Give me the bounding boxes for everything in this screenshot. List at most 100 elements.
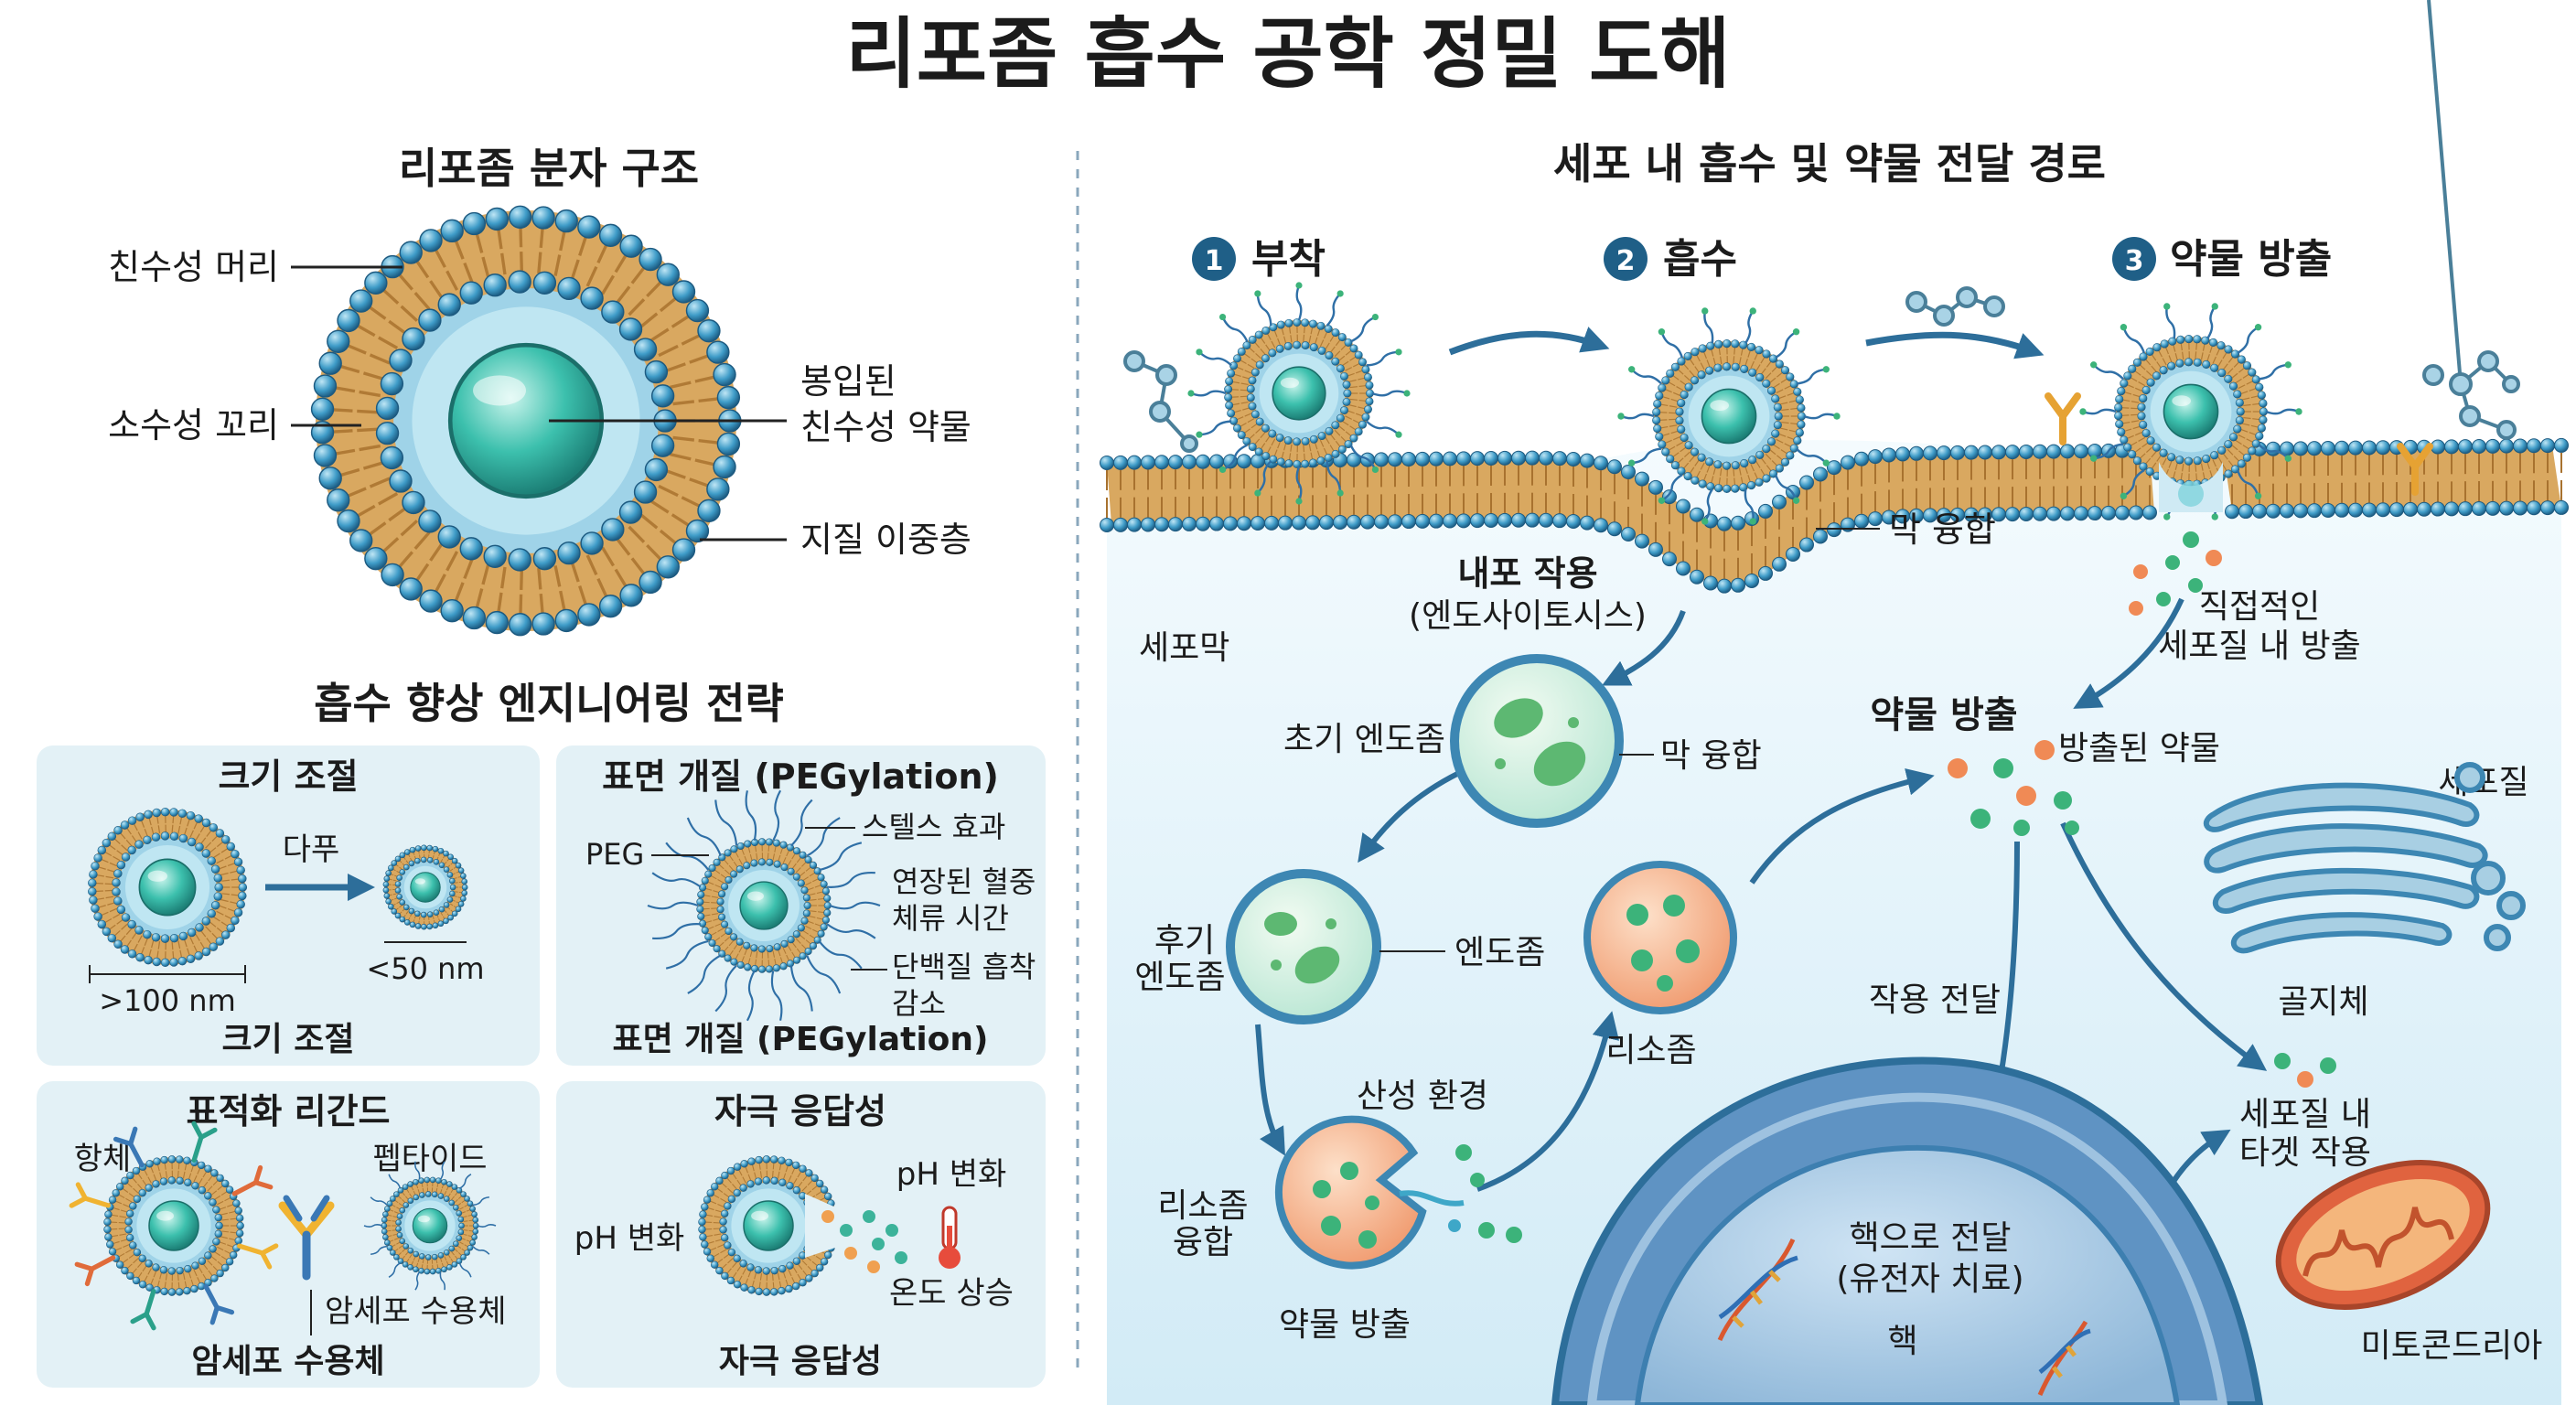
page-title: 리포좀 흡수 공학 정밀 도해	[845, 9, 1730, 99]
liposome-engulfed	[1617, 307, 1841, 525]
lysosome-label: 리소좀	[1605, 1032, 1696, 1069]
antibody-label: 항체	[74, 1141, 132, 1177]
arrow-endocytosis	[1602, 609, 1686, 686]
acidic-particles	[1455, 1144, 1522, 1243]
arrow-direct-release	[2073, 597, 2184, 709]
protein-label-2: 감소	[892, 986, 946, 1021]
target-particles	[2274, 1053, 2336, 1088]
stimuli-caption: 자극 응답성	[719, 1343, 882, 1380]
nucleus-label: 핵	[1887, 1323, 1917, 1360]
structure-heading: 리포좀 분자 구조	[399, 144, 699, 193]
step-3-label: 약물 방출	[2170, 236, 2332, 283]
mitochondria	[2275, 1160, 2491, 1310]
ph-label-right: pH 변화	[896, 1156, 1007, 1193]
golgi-apparatus	[2203, 762, 2526, 954]
arrow-step1-step2	[1448, 327, 1610, 356]
endocytosis-label-2: (엔도사이토시스)	[1409, 597, 1647, 635]
arrow-release-to-target	[2060, 821, 2268, 1071]
mitochondria-label: 미토콘드리아	[2361, 1327, 2543, 1365]
svg-text:1: 1	[1205, 245, 1224, 277]
size-title: 크기 조절	[218, 756, 358, 797]
protein-label-1: 단백질 흡착	[892, 949, 1036, 984]
action-label: 작용 전달	[1869, 981, 2001, 1019]
big-size-label: >100 nm	[99, 983, 236, 1018]
receptor-icon-membrane-1	[2045, 392, 2081, 445]
ligand-title: 표적화 리간드	[187, 1091, 391, 1132]
endosome-label: 엔도좀	[1454, 934, 1545, 971]
cell-interior	[1107, 440, 2561, 1405]
label-drug-line2: 친수성 약물	[800, 407, 971, 447]
direct-release-label-2: 세포질 내 방출	[2158, 627, 2361, 665]
small-liposome-icon	[382, 844, 468, 930]
liposome-structure-illustration	[310, 205, 742, 637]
late-endosome-label-1: 후기	[1154, 922, 1215, 960]
peptide-liposome-icon	[363, 1161, 497, 1291]
liposome-attaching	[1187, 282, 1411, 505]
direct-release-label-1: 직접적인	[2199, 588, 2320, 626]
svg-text:2: 2	[1616, 245, 1636, 277]
molecule-icon-left	[1123, 350, 1198, 453]
size-arrow-label: 다푸	[283, 831, 340, 868]
pathway-heading: 세포 내 흡수 및 약물 전달 경로	[1553, 139, 2106, 188]
released-drug-label: 방출된 약물	[2058, 730, 2220, 767]
lysosome-fusion-label-1: 리소좀	[1157, 1187, 1248, 1225]
cell-membrane-label: 세포막	[1139, 629, 1229, 667]
large-liposome-icon	[88, 807, 248, 968]
step-3-badge: 3	[2112, 237, 2156, 281]
target-label-1: 세포질 내	[2239, 1096, 2371, 1133]
lysosome-fusion	[1274, 1115, 1465, 1270]
molecule-icon-right	[2422, 0, 2520, 440]
late-endosome	[1226, 869, 1381, 1024]
dna-icon-2	[2037, 1320, 2091, 1396]
svg-text:3: 3	[2125, 245, 2144, 277]
receptor-label: 암세포 수용체	[325, 1293, 507, 1330]
early-endosome	[1450, 654, 1624, 828]
drug-release-bottom-label: 약물 방출	[1279, 1306, 1411, 1344]
peg-caption: 표면 개질 (PEGylation)	[613, 1021, 989, 1058]
acidic-label: 산성 환경	[1357, 1078, 1488, 1115]
late-endosome-label-2: 엔도좀	[1134, 959, 1225, 996]
circulation-label-2: 체류 시간	[892, 901, 1009, 936]
lysosome-fusion-label-2: 융합	[1173, 1224, 1233, 1261]
circulation-label-1: 연장된 혈중	[892, 864, 1036, 899]
arrow-early-to-late	[1358, 770, 1461, 863]
released-drug-particles-top	[2129, 531, 2222, 616]
fusion2-label: 막 융합	[1660, 737, 1762, 775]
arrow-late-to-fusion	[1255, 1024, 1285, 1156]
small-size-label: <50 nm	[366, 951, 484, 986]
molecule-icon-top	[1905, 286, 2005, 327]
peptide-label: 펩타이드	[372, 1141, 487, 1177]
targeted-liposome-icon	[69, 1121, 279, 1331]
membrane-fusion-label: 막 융합	[1889, 509, 1996, 550]
peg-label: PEG	[585, 837, 644, 872]
endocytosis-label-1: 내포 작용	[1457, 553, 1597, 594]
cell-membrane-illustration	[1100, 437, 2569, 594]
receptor-icon-membrane-2	[2397, 443, 2433, 496]
released-drug-cluster	[1948, 740, 2079, 836]
arrow-lysosome-to-release	[1749, 767, 1935, 885]
receptor-icon	[278, 1195, 335, 1281]
nucleus-delivery-label-2: (유전자 치료)	[1836, 1260, 2023, 1298]
step-1-label: 부착	[1251, 236, 1326, 283]
stimuli-title: 자극 응답성	[714, 1091, 886, 1132]
label-hydrophilic-head: 친수성 머리	[108, 247, 279, 287]
step-2-label: 흡수	[1663, 236, 1737, 283]
label-hydrophobic-tail: 소수성 꼬리	[108, 405, 279, 445]
stealth-label: 스텔스 효과	[862, 810, 1005, 844]
thermometer-icon	[939, 1206, 961, 1269]
step-2-badge: 2	[1604, 237, 1648, 281]
label-drug-line1: 봉입된	[800, 361, 896, 402]
label-lipid-bilayer: 지질 이중층	[800, 520, 971, 560]
nucleus-delivery-label-1: 핵으로 전달	[1849, 1219, 2011, 1257]
ligand-caption: 암세포 수용체	[191, 1343, 384, 1380]
liposome-fusing	[2079, 303, 2302, 520]
dna-icon-1	[1717, 1238, 1798, 1342]
step-1-badge: 1	[1192, 237, 1236, 281]
arrow-step2-step3	[1865, 331, 2045, 359]
drug-release-label: 약물 방출	[1870, 694, 2017, 736]
peg-title: 표면 개질 (PEGylation)	[602, 756, 999, 797]
lysosome	[1583, 861, 1737, 1014]
strategies-heading: 흡수 향상 엔지니어링 전략	[314, 679, 784, 728]
stimuli-responsive-liposome-icon	[698, 1155, 907, 1296]
